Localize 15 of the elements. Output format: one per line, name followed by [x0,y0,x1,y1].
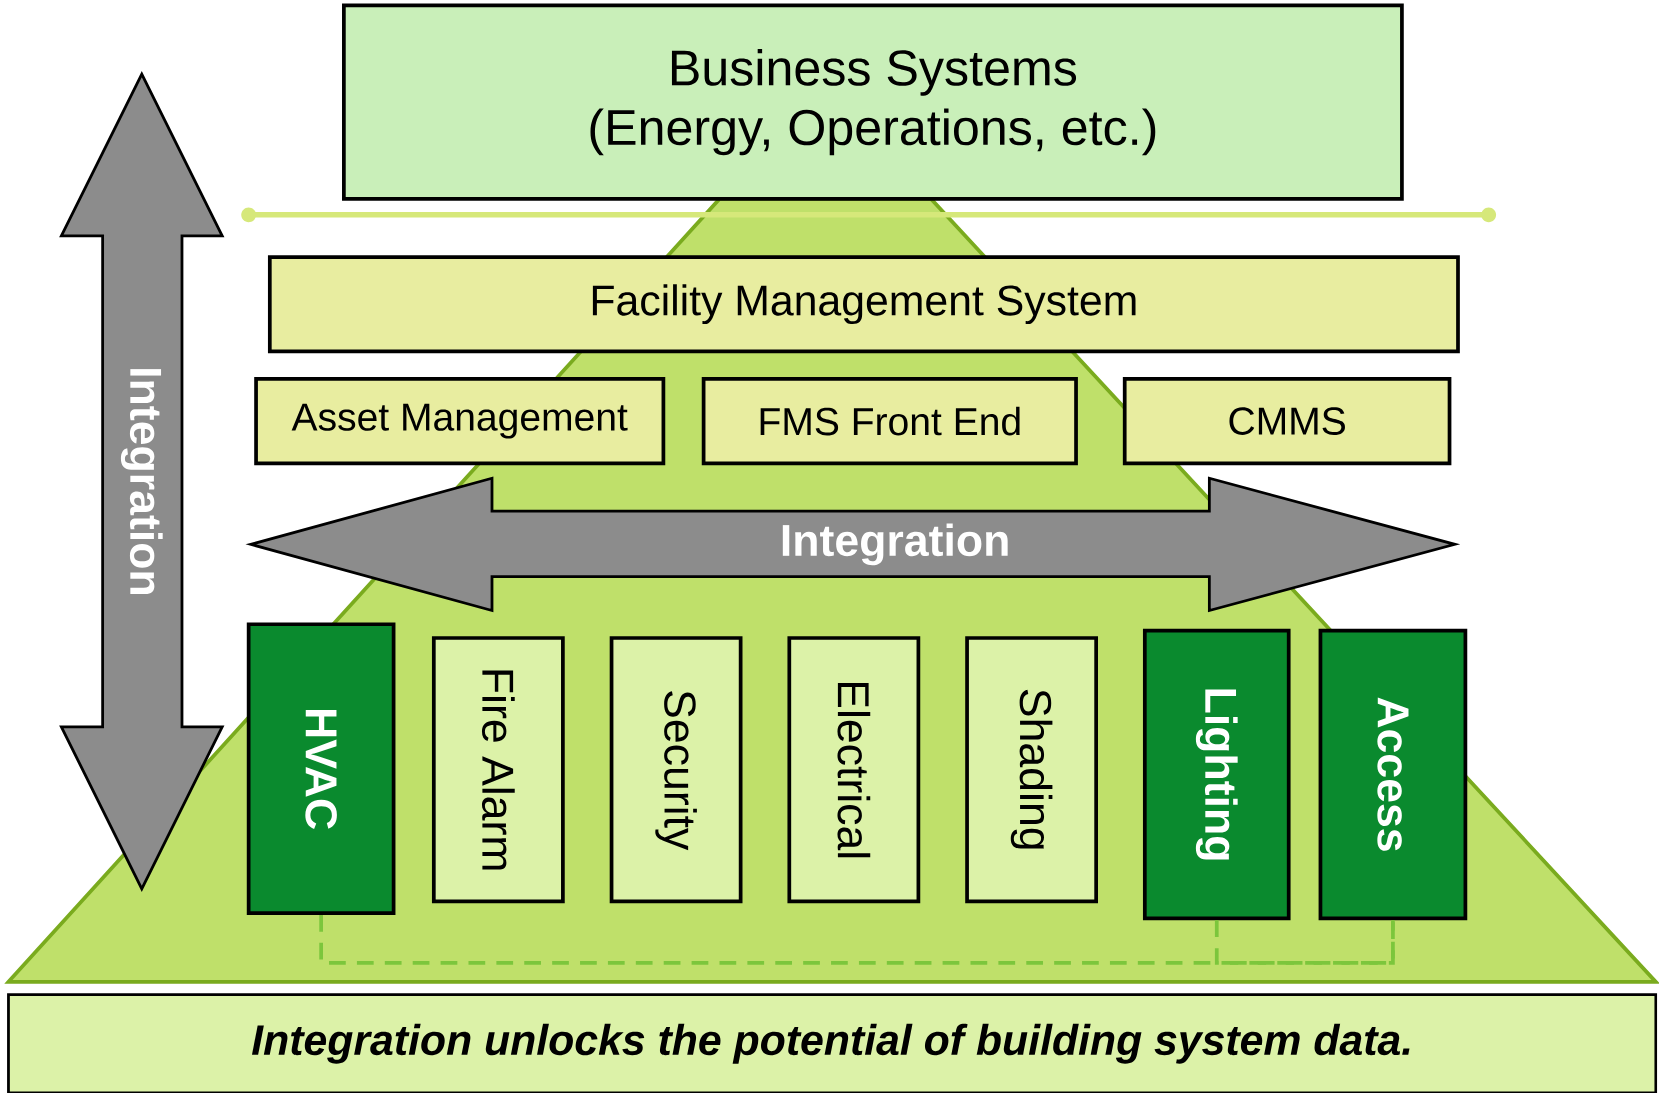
system-box: Access [1318,628,1468,921]
system-box: Business Systems (Energy, Operations, etc.) [342,3,1404,201]
system-box: Facility Management System [267,255,1460,354]
caption-band: Integration unlocks the potential of building system data. [7,993,1658,1093]
system-box: Lighting [1142,628,1291,921]
system-box: HVAC [246,622,396,915]
system-box: Electrical [787,636,921,904]
system-box: Shading [965,636,1098,904]
connector-line [319,915,1395,965]
connector-line [1214,920,1395,965]
system-box: CMMS [1122,376,1452,466]
system-box: FMS Front End [701,376,1078,466]
system-box: Asset Management [254,376,666,466]
system-box: Security [609,636,743,904]
system-box: Fire Alarm [431,636,565,904]
